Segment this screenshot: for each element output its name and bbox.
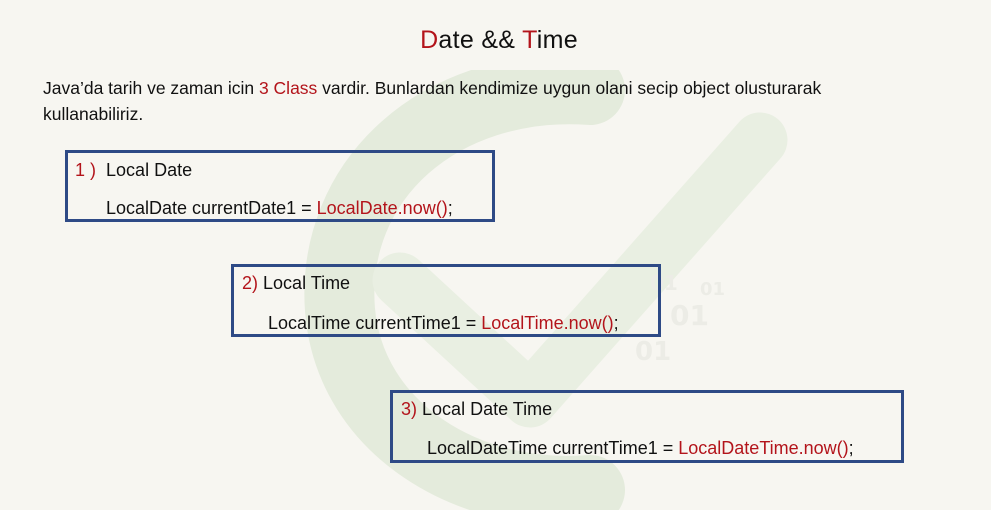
- page-title: Date && Time: [0, 26, 991, 55]
- code-line: LocalTime currentTime1 = LocalTime.now()…: [268, 313, 619, 334]
- box-number: 1 ): [75, 160, 97, 180]
- box-label: Local Date: [106, 160, 193, 180]
- svg-text:01: 01: [700, 279, 725, 300]
- intro-highlight: 3 Class: [258, 78, 318, 98]
- intro-text-after: vardir. Bunlardan kendimize uygun olani …: [43, 78, 822, 124]
- local-date-box: 1 ) Local Date LocalDate currentDate1 = …: [65, 150, 495, 222]
- intro-paragraph: Java’da tarih ve zaman icin 3 Class vard…: [43, 75, 903, 127]
- code-prefix: LocalDateTime currentTime1 =: [427, 438, 679, 458]
- code-call: LocalDate.now(): [316, 198, 448, 218]
- code-call: LocalTime.now(): [481, 313, 614, 333]
- title-letter-d: D: [420, 26, 439, 54]
- box-heading: 2) Local Time: [242, 273, 350, 294]
- code-prefix: LocalDate currentDate1 =: [106, 198, 317, 218]
- box-number: 3): [401, 399, 418, 419]
- code-suffix: ;: [447, 198, 453, 218]
- code-line: LocalDateTime currentTime1 = LocalDateTi…: [427, 438, 854, 459]
- local-time-box: 2) Local Time LocalTime currentTime1 = L…: [231, 264, 661, 337]
- title-part-1: ate &&: [438, 26, 523, 54]
- box-heading: 1 ) Local Date: [75, 160, 192, 181]
- box-heading: 3) Local Date Time: [401, 399, 552, 420]
- svg-text:01: 01: [670, 299, 709, 332]
- code-suffix: ;: [613, 313, 619, 333]
- code-suffix: ;: [848, 438, 854, 458]
- svg-text:01: 01: [635, 337, 671, 367]
- local-date-time-box: 3) Local Date Time LocalDateTime current…: [390, 390, 904, 463]
- intro-text-before: Java’da tarih ve zaman icin: [43, 78, 259, 98]
- box-label: Local Time: [263, 273, 351, 293]
- code-prefix: LocalTime currentTime1 =: [268, 313, 482, 333]
- code-line: LocalDate currentDate1 = LocalDate.now()…: [106, 198, 453, 219]
- code-call: LocalDateTime.now(): [678, 438, 849, 458]
- box-label: Local Date Time: [422, 399, 553, 419]
- box-number: 2): [242, 273, 259, 293]
- title-letter-t: T: [522, 26, 537, 54]
- title-part-2: ime: [536, 26, 578, 54]
